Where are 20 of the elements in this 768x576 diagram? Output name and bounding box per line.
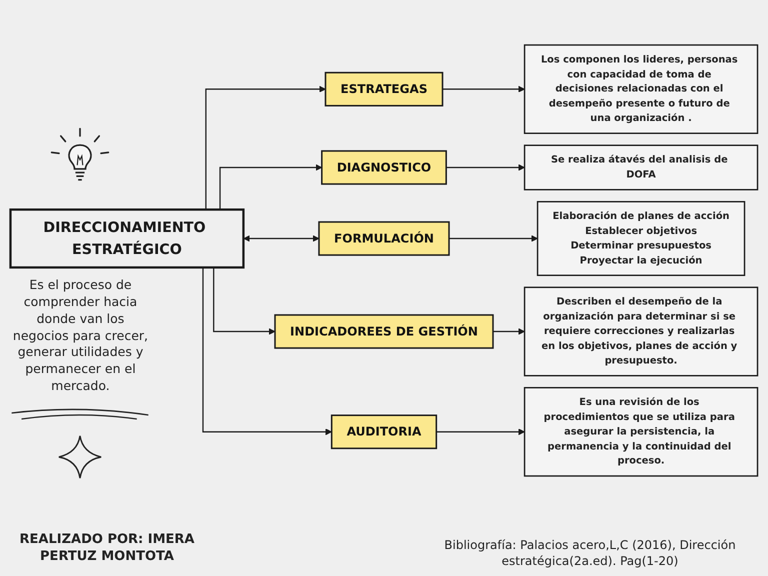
description-text: Es el proceso de comprender hacia donde van los negocios para crecer, generar utilidades y permanecer en el mercado. [12, 276, 150, 396]
node-box: Los componen los lideres, personas con capacidad de toma de decisiones relacionadas con el desempeño presente o futuro de una organización . [524, 44, 758, 134]
bibliography-note: Bibliografía: Palacios acero,L,C (2016), Dirección estratégica(2a.ed). Pag(1-20) [443, 538, 737, 570]
arrow [436, 428, 525, 435]
node-box: ESTRATEGAS [324, 71, 444, 106]
node-box: Elaboración de planes de acción Establecer objetivos Determinar presupuestos Proyectar la ejecución [536, 200, 746, 276]
arrow [442, 85, 525, 92]
node-box: Se realiza átavés del analisis de DOFA [524, 144, 758, 190]
arrow [449, 234, 538, 242]
node-box: Describen el desempeño de la organización para determinar si se requiere correcciones y realizarlas en los objetivos, planes de acción y presupuesto. [524, 286, 758, 376]
node-box: INDICADOREES DE GESTIÓN [274, 314, 494, 348]
arrow [446, 164, 525, 170]
node-box: Es una revisión de los procedimientos que se utiliza para asegurar la persistencia, la permanencia y la continuidad del proceso. [524, 386, 758, 476]
arrow [493, 328, 525, 334]
node-box: AUDITORIA [330, 414, 438, 449]
arrow [243, 234, 320, 242]
node-box: DIRECCIONAMIENTO ESTRATÉGICO [9, 208, 245, 268]
author-note: REALIZADO POR: IMERA PERTUZ MONTOTA [18, 532, 196, 566]
node-box: FORMULACIÓN [318, 220, 450, 256]
node-box: DIAGNOSTICO [321, 150, 447, 184]
